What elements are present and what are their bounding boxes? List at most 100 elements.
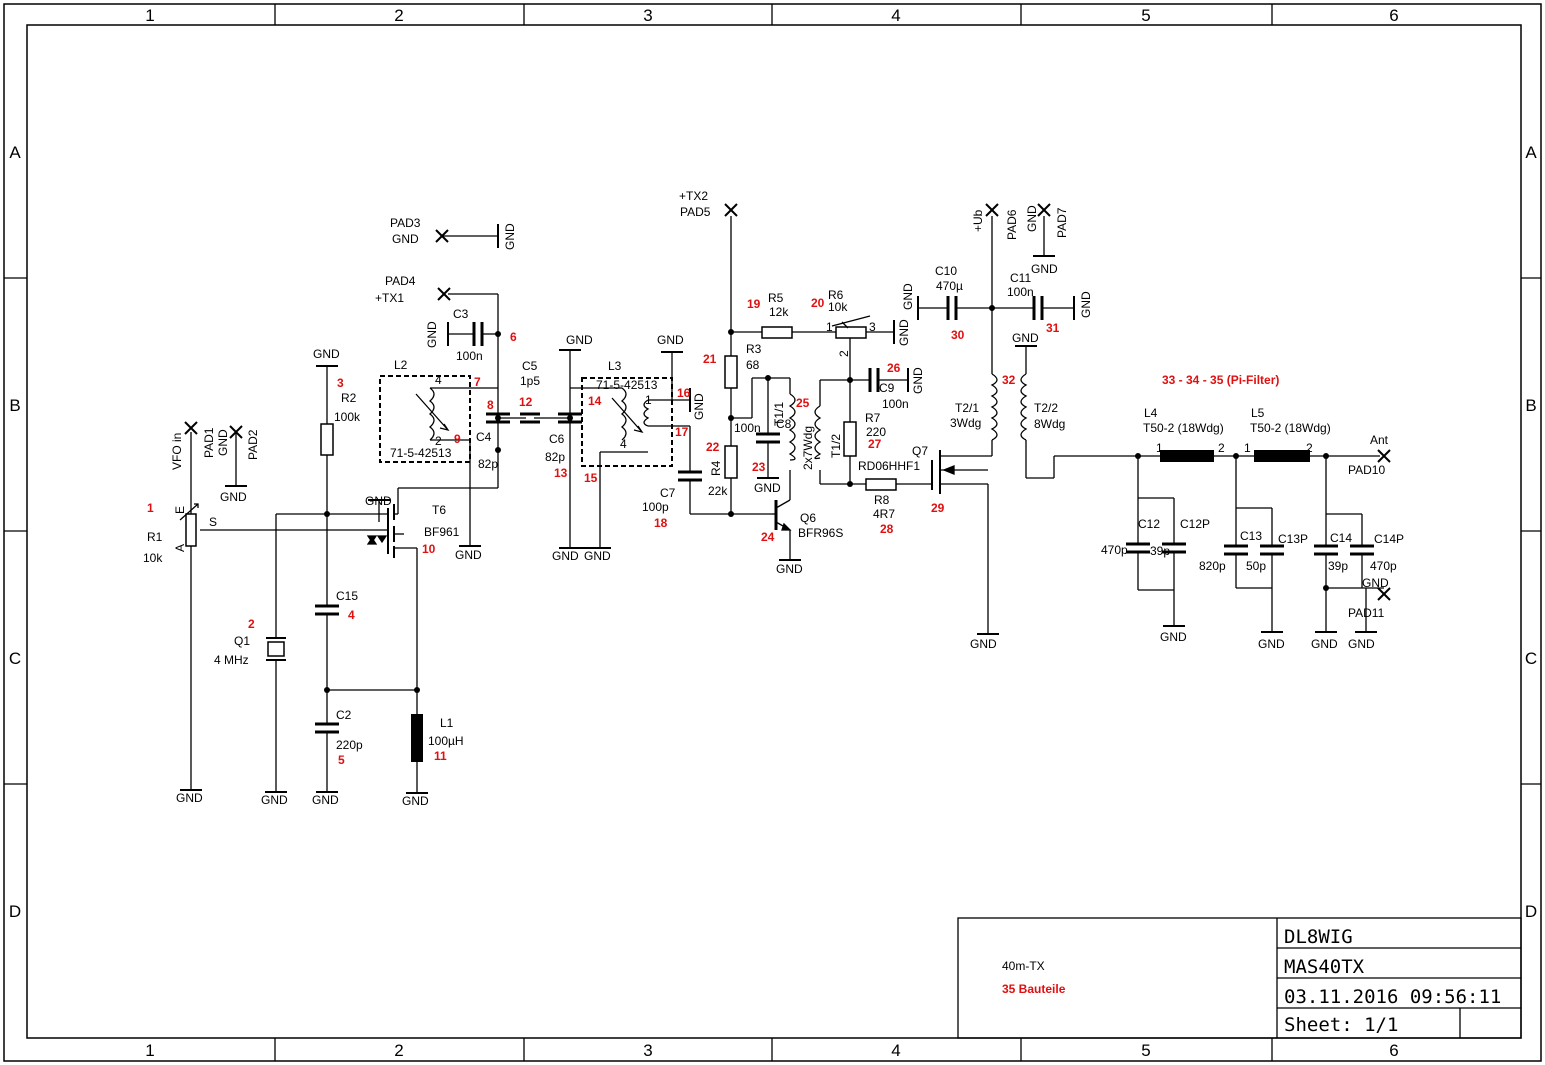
l5-label: L5: [1251, 406, 1265, 420]
pad-markers: [184, 203, 1391, 601]
col-label-2-bottom: 2: [394, 1041, 403, 1060]
junction-dot: [495, 447, 501, 453]
l2-value: 71-5-42513: [390, 446, 452, 460]
crystal-q1: [266, 637, 286, 661]
junction-dot: [495, 415, 501, 421]
c4-value: 82p: [478, 457, 498, 471]
gnd-label: GND: [312, 793, 339, 807]
t2-1-value: 3Wdg: [950, 416, 981, 430]
gnd-label: GND: [365, 494, 392, 508]
marker-12: 12: [519, 395, 533, 409]
r1-wiper-arrow: [179, 503, 199, 521]
marker-20: 20: [811, 296, 825, 310]
c13p-plates: [1260, 544, 1284, 556]
junction-dot: [847, 481, 853, 487]
r8-value: 4R7: [873, 507, 895, 521]
l4-label: L4: [1144, 406, 1158, 420]
r7-label: R7: [865, 411, 881, 425]
gnd-label: GND: [1012, 331, 1039, 345]
l3-tuning-arrow: [611, 397, 644, 434]
junction-dot: [728, 511, 734, 517]
c2-value: 220p: [336, 738, 363, 752]
date-time: 03.11.2016 09:56:11: [1284, 986, 1501, 1008]
gnd-label: GND: [754, 481, 781, 495]
sheet-number: Sheet: 1/1: [1284, 1014, 1398, 1036]
marker-5: 5: [338, 753, 345, 767]
l2-pin-4: 4: [435, 373, 442, 387]
pad10-cross: [1377, 449, 1391, 463]
pad2-cross: [229, 425, 243, 439]
l3-pin-1: 1: [645, 393, 652, 407]
c12p-value: 39p: [1150, 544, 1170, 558]
c10-plates: [946, 296, 958, 320]
l5-pin-2: 2: [1306, 441, 1313, 455]
note-parts-count: 35 Bauteile: [1002, 982, 1066, 996]
marker-7: 7: [474, 375, 481, 389]
c11-label: C11: [1010, 271, 1031, 285]
component-labels: VFO in PAD1 GND PAD2 GND R1 10k E A S GN…: [143, 189, 1404, 808]
gnd-label: GND: [1348, 637, 1375, 651]
c12p-plates: [1162, 542, 1186, 554]
marker-4: 4: [348, 608, 355, 622]
coil-windings: [428, 373, 1028, 461]
col-label-3-bottom: 3: [643, 1041, 652, 1060]
r8-body: [865, 478, 897, 491]
junction-dot: [495, 331, 501, 337]
pad2-label: PAD2: [246, 429, 260, 460]
row-label-d: D: [9, 902, 21, 921]
l3-shield-can: [581, 377, 673, 467]
c8-label: C8: [776, 417, 792, 431]
marker-28: 28: [880, 522, 894, 536]
junction-dot: [1323, 453, 1329, 459]
c5-label: C5: [522, 359, 538, 373]
t2-2-value: 8Wdg: [1034, 417, 1065, 431]
l2-label: L2: [394, 358, 408, 372]
gnd-label: GND: [1079, 291, 1093, 318]
gnd-label: GND: [584, 549, 611, 563]
marker-30: 30: [951, 328, 965, 342]
l2-pin-2: 2: [435, 434, 442, 448]
c10-label: C10: [935, 264, 957, 278]
r3-value: 68: [746, 358, 760, 372]
gnd-label: GND: [901, 283, 915, 310]
marker-9: 9: [454, 432, 461, 446]
c9-label: C9: [879, 381, 895, 395]
c12-value: 470p: [1101, 543, 1128, 557]
marker-3: 3: [337, 376, 344, 390]
gnd-label: GND: [425, 321, 439, 348]
c11-value: 100n: [1007, 285, 1034, 299]
l2-shield-can: [379, 375, 471, 463]
pad3-gnd-label: GND: [392, 232, 419, 246]
c13p-label: C13P: [1278, 532, 1308, 546]
marker-1: 1: [147, 501, 154, 515]
col-label-4-bottom: 4: [891, 1041, 900, 1060]
marker-17: 17: [675, 425, 689, 439]
pad7-label: PAD7: [1055, 207, 1069, 238]
q6-value: BFR96S: [798, 526, 843, 540]
marker-14: 14: [588, 394, 602, 408]
col-label-1: 1: [145, 6, 154, 25]
r6-pin-1: 1: [826, 320, 833, 334]
pad10-label: PAD10: [1348, 463, 1385, 477]
pad6-cross: [985, 203, 999, 217]
c14p-label: C14P: [1374, 532, 1404, 546]
c5-plates: [520, 412, 540, 424]
pad3-label: PAD3: [390, 216, 421, 230]
c10-value: 470µ: [936, 279, 963, 293]
gnd-label: GND: [1160, 630, 1187, 644]
l4-value: T50-2 (18Wdg): [1143, 421, 1224, 435]
pad11-label: PAD11: [1348, 606, 1385, 620]
marker-15: 15: [584, 471, 598, 485]
l3-secondary-winding: [643, 399, 650, 427]
c2-plates: [315, 722, 339, 734]
marker-6: 6: [510, 330, 517, 344]
l1-label: L1: [440, 716, 454, 730]
l3-pin-4: 4: [620, 437, 627, 451]
gnd-label: GND: [261, 793, 288, 807]
r2-label: R2: [341, 391, 357, 405]
l3-primary-winding: [620, 387, 627, 441]
c6-value: 82p: [545, 450, 565, 464]
r1-value: 10k: [143, 551, 163, 565]
gnd-label: GND: [692, 393, 706, 420]
pad1-label: PAD1: [202, 427, 216, 458]
